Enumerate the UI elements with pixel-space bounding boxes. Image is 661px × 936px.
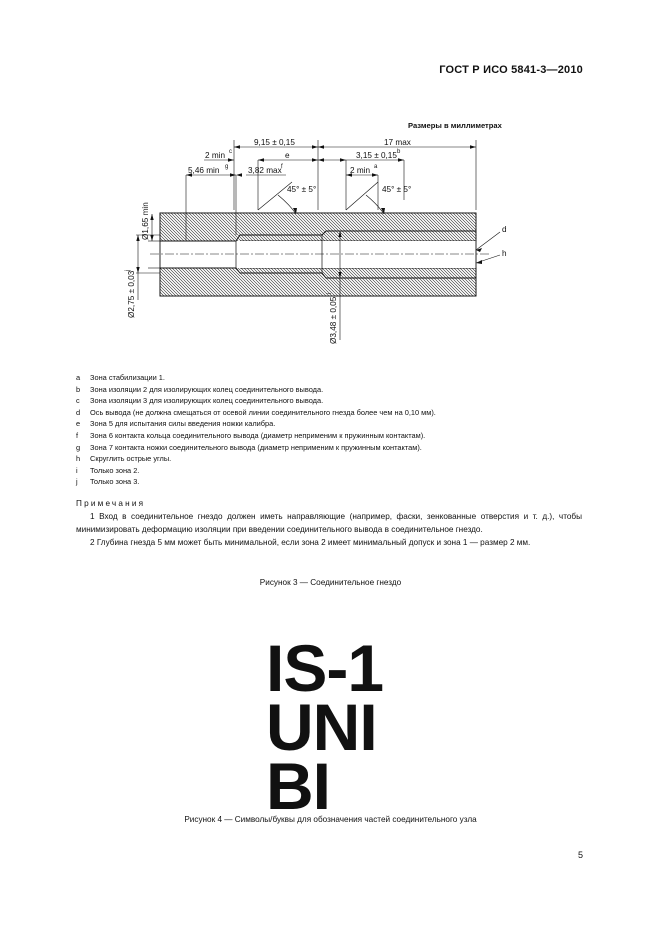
sup-f: f (281, 164, 283, 170)
angle-2: 45° ± 5° (382, 185, 411, 194)
dim-9-15: 9,15 ± 0,15 (254, 138, 295, 147)
sup-a: a (374, 164, 378, 170)
arrowheads (136, 145, 482, 278)
dim-3-15: 3,15 ± 0,15 (356, 151, 397, 160)
standard-header: ГОСТ Р ИСО 5841-3—2010 (439, 64, 583, 76)
remarks-title: Примечания (76, 499, 146, 508)
dim-2min-c: 2 min (205, 151, 225, 160)
dim-3-82: 3,82 max (248, 166, 282, 175)
dim-17max: 17 max (384, 138, 411, 147)
symbol-bi: BI (266, 749, 331, 823)
sup-c: c (229, 149, 232, 155)
dim-3-48: Ø3,48 ± 0,05 (329, 296, 338, 344)
sup-g: g (225, 164, 228, 170)
symbol-is1: IS-1 (266, 631, 384, 705)
dim-2-75: Ø2,75 ± 0,03 (127, 270, 136, 318)
connector-symbols: IS-1 UNI BI (266, 631, 384, 823)
remarks-block: Примечания 1 Вход в соединительное гнезд… (76, 497, 582, 549)
label-h: h (502, 249, 507, 258)
dim-e: e (285, 151, 290, 160)
sup-b: b (397, 149, 401, 155)
page-number: 5 (577, 850, 583, 860)
sup-i: i (327, 293, 333, 294)
remark-1: 1 Вход в соединительное гнездо должен им… (76, 512, 582, 534)
angle-1: 45° ± 5° (287, 185, 316, 194)
remark-2: 2 Глубина гнезда 5 мм может быть минимал… (90, 538, 531, 547)
figure-3-caption: Рисунок 3 — Соединительное гнездо (259, 578, 402, 587)
dim-5-46: 5,46 min (188, 166, 220, 175)
symbol-uni: UNI (266, 690, 378, 764)
sup-j: j (125, 270, 131, 272)
connector-socket-drawing: Размеры в миллиметрах (125, 121, 507, 344)
dim-1-65: Ø1,65 min (141, 202, 150, 240)
units-note: Размеры в миллиметрах (408, 121, 503, 130)
figure-4-caption: Рисунок 4 — Символы/буквы для обозначени… (184, 815, 477, 824)
socket-body (150, 212, 490, 297)
dim-2min-a: 2 min (350, 166, 370, 175)
label-d: d (502, 225, 507, 234)
